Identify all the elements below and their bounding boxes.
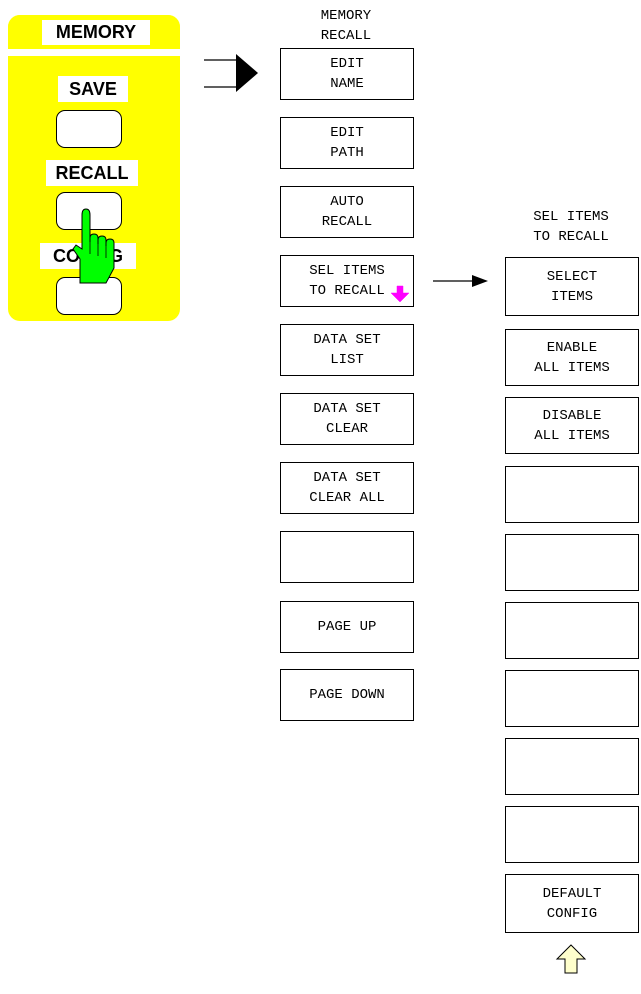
softkey-data-set-clear-all[interactable]: DATA SET CLEAR ALL xyxy=(280,462,414,514)
softkey-select-items[interactable]: SELECT ITEMS xyxy=(505,257,639,316)
save-key[interactable] xyxy=(56,110,122,148)
softkey-blank[interactable] xyxy=(505,738,639,795)
softkey-enable-all-items[interactable]: ENABLE ALL ITEMS xyxy=(505,329,639,386)
recall-key-label: RECALL xyxy=(46,160,138,186)
sel-items-menu-title: SEL ITEMS TO RECALL xyxy=(533,209,609,245)
softkey-blank[interactable] xyxy=(280,531,414,583)
softkey-blank[interactable] xyxy=(505,806,639,863)
pointing-hand-icon xyxy=(72,208,115,284)
save-key-label: SAVE xyxy=(58,76,128,102)
softkey-sel-items-to-recall[interactable]: SEL ITEMS TO RECALL xyxy=(280,255,414,307)
softkey-edit-path[interactable]: EDIT PATH xyxy=(280,117,414,169)
softkey-blank[interactable] xyxy=(505,602,639,659)
softkey-edit-name[interactable]: EDIT NAME xyxy=(280,48,414,100)
submenu-arrow xyxy=(433,275,488,287)
panel-divider xyxy=(8,49,180,56)
menu-open-arrow xyxy=(204,54,258,92)
softkey-auto-recall[interactable]: AUTO RECALL xyxy=(280,186,414,238)
memory-panel-title: MEMORY xyxy=(42,20,150,45)
memory-recall-menu-title: MEMORY RECALL xyxy=(320,8,372,44)
softkey-blank[interactable] xyxy=(505,534,639,591)
softkey-default-config[interactable]: DEFAULT CONFIG xyxy=(505,874,639,933)
down-arrow-icon xyxy=(390,285,410,303)
softkey-data-set-list[interactable]: DATA SET LIST xyxy=(280,324,414,376)
up-arrow-icon xyxy=(555,944,587,974)
softkey-page-up[interactable]: PAGE UP xyxy=(280,601,414,653)
softkey-page-down[interactable]: PAGE DOWN xyxy=(280,669,414,721)
softkey-blank[interactable] xyxy=(505,670,639,727)
softkey-data-set-clear[interactable]: DATA SET CLEAR xyxy=(280,393,414,445)
softkey-disable-all-items[interactable]: DISABLE ALL ITEMS xyxy=(505,397,639,454)
softkey-blank[interactable] xyxy=(505,466,639,523)
